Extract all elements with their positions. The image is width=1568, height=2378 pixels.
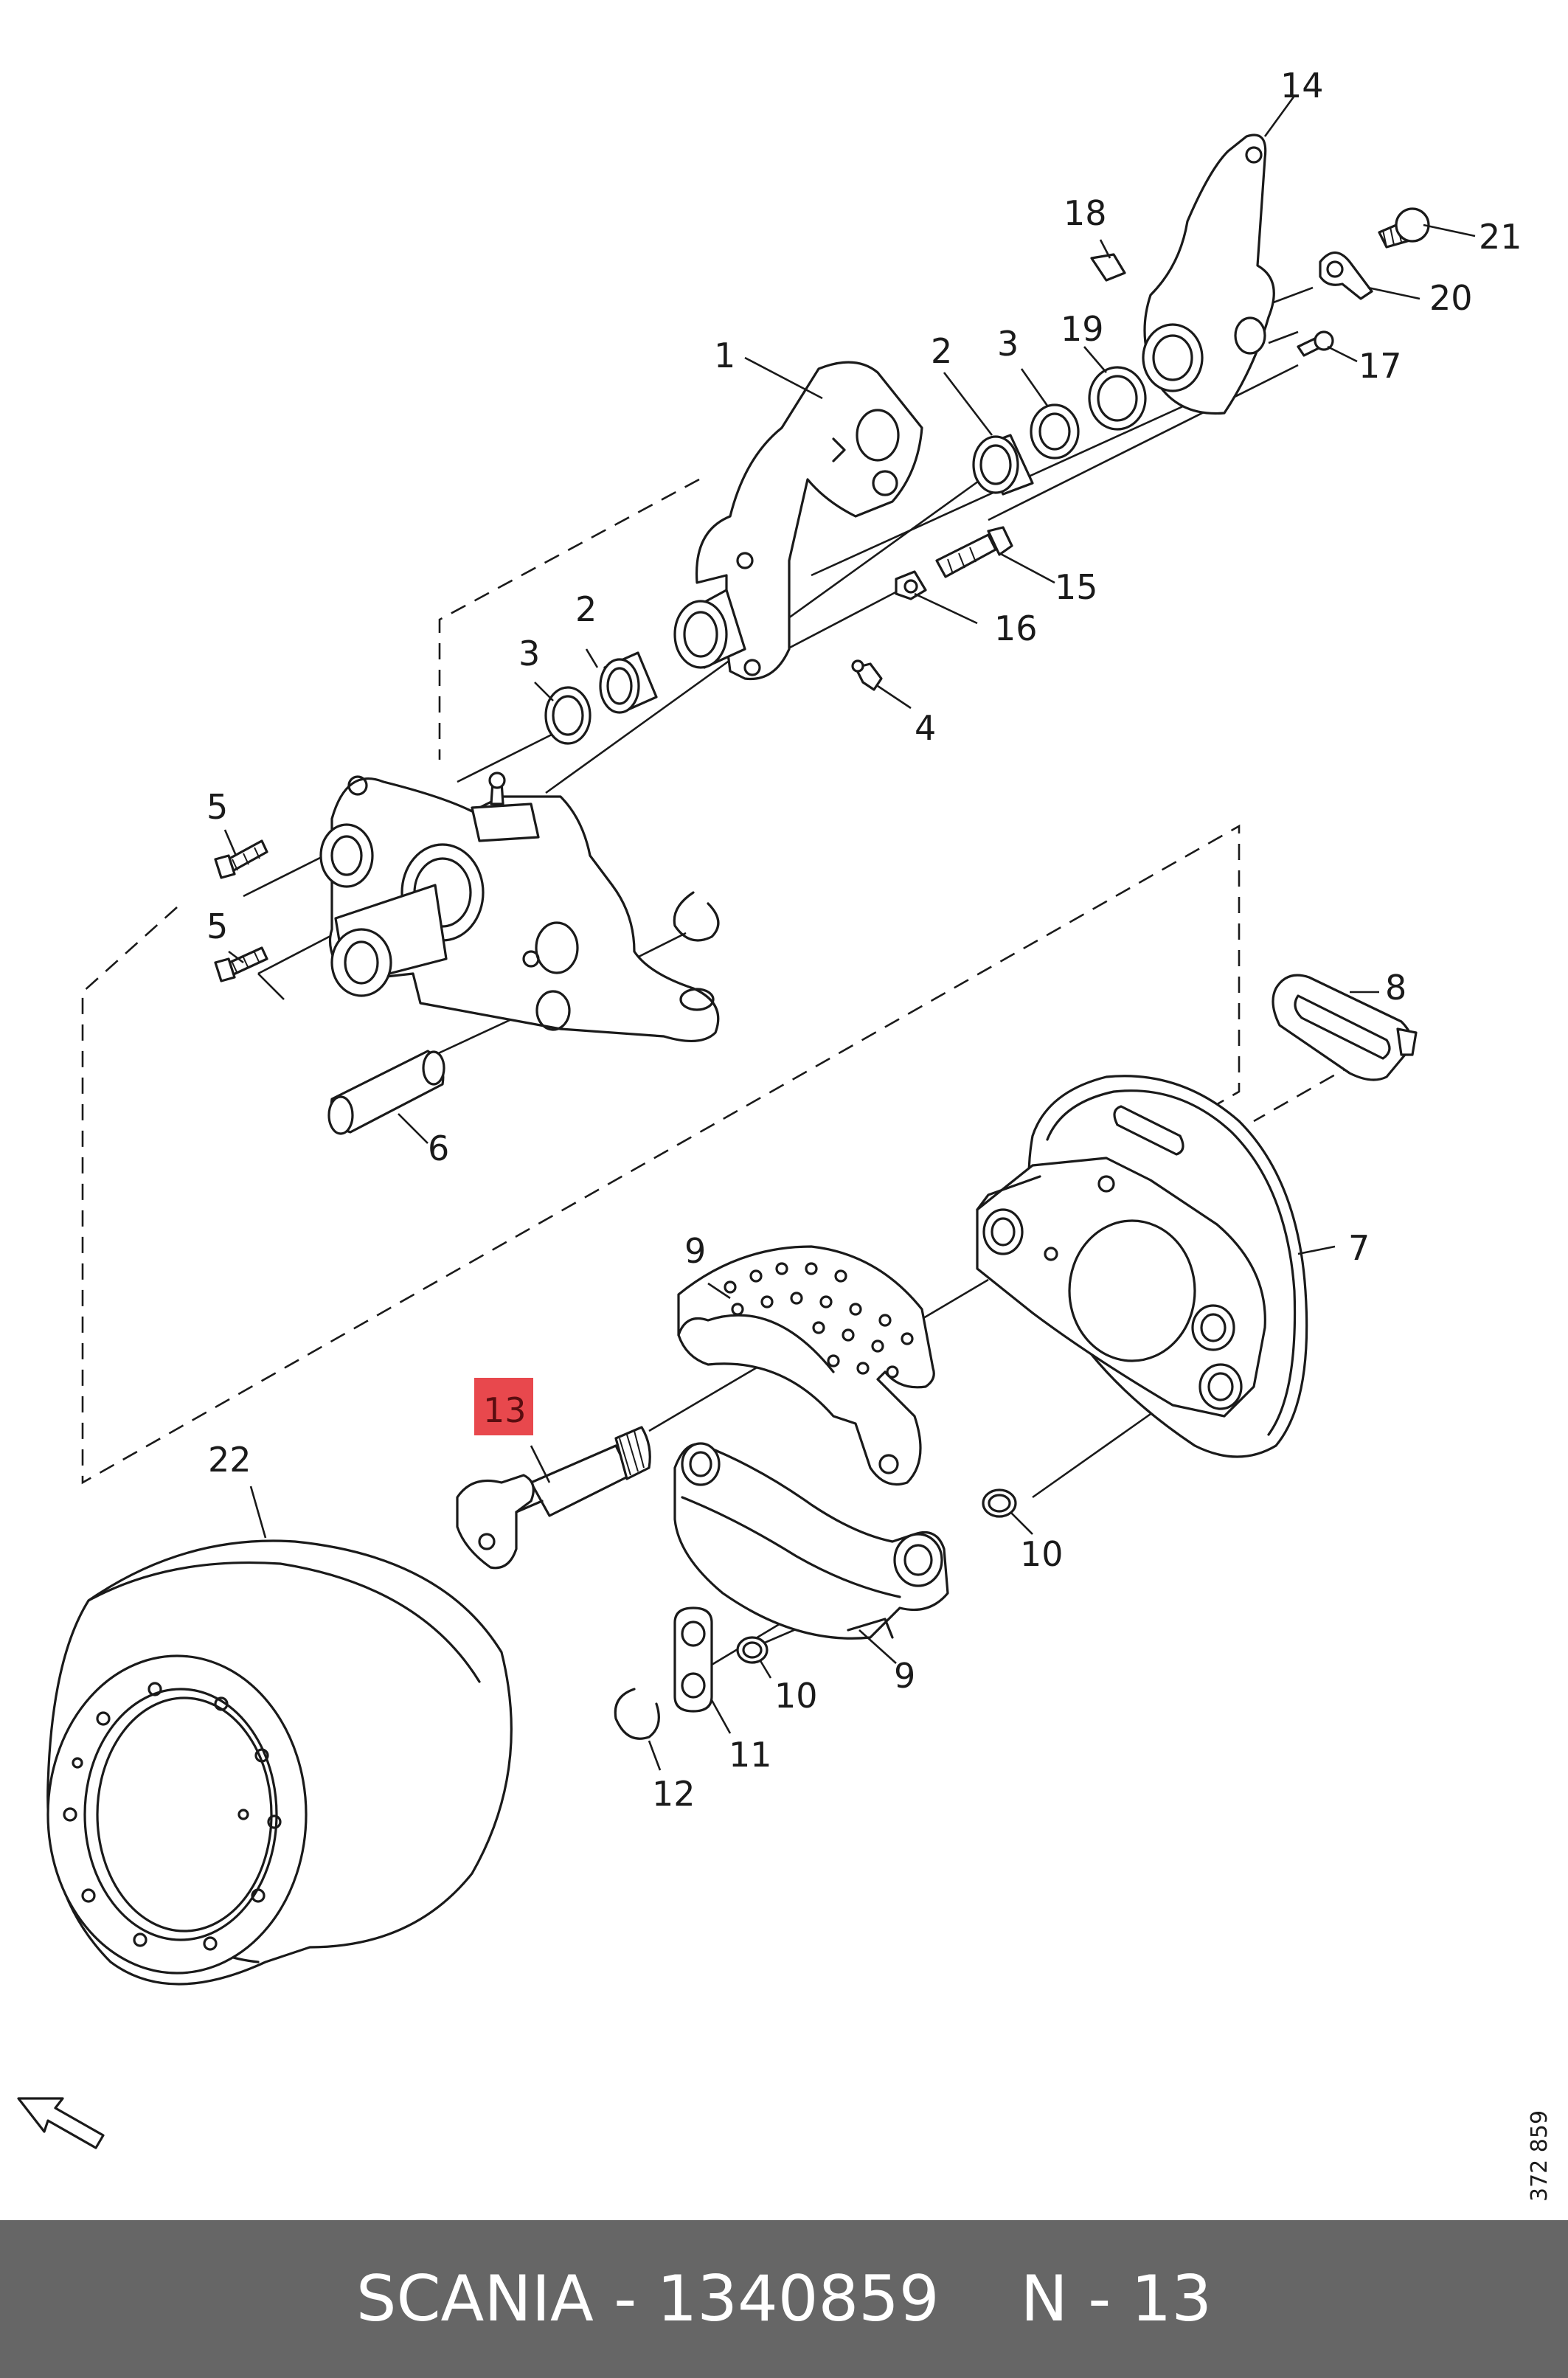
part-10-seals (736, 1488, 1017, 1664)
part-1-brake-bracket (695, 361, 923, 681)
drawing-reference-number: 372 859 (1527, 2110, 1553, 2202)
callout-2-upper: 2 (931, 331, 952, 371)
part-info-footer: SCANIA - 1340859 N - 13 (0, 2220, 1568, 2378)
callout-9-lower: 9 (894, 1656, 915, 1696)
upper-bushings-seals (972, 366, 1147, 496)
part-5-bolts (214, 839, 268, 982)
callout-16: 16 (994, 609, 1038, 648)
callout-3-lower: 3 (518, 634, 540, 673)
callout-9-upper: 9 (684, 1231, 706, 1271)
callout-21: 21 (1479, 217, 1522, 257)
callout-17: 17 (1359, 346, 1402, 386)
part-9-lower-brake-shoe (673, 1442, 949, 1640)
assembly-guide-lines (81, 478, 1358, 1485)
callout-8: 8 (1385, 968, 1406, 1008)
callout-13-highlight (474, 1378, 533, 1435)
callout-labels: 1 2 2 3 3 4 5 5 6 7 8 9 9 10 10 11 12 13… (207, 66, 1522, 1814)
callout-3-upper: 3 (997, 324, 1019, 364)
callout-10-right: 10 (1020, 1534, 1064, 1574)
part-14-slack-adjuster (1142, 134, 1275, 415)
part-22-brake-drum (46, 1539, 513, 1986)
callout-19: 19 (1061, 309, 1104, 349)
position-number: N - 13 (1020, 2262, 1213, 2336)
part-13-s-cam-shaft (456, 1426, 651, 1570)
direction-arrow-icon (17, 2097, 105, 2149)
lower-bushings-seals (544, 589, 746, 745)
circlip-knuckle (673, 891, 720, 942)
fasteners-center (851, 526, 1013, 691)
small-fasteners-top-right (1090, 207, 1430, 357)
part-8-cover (1272, 974, 1418, 1081)
callout-13: 13 (483, 1390, 527, 1430)
callout-5-upper: 5 (207, 787, 228, 827)
part-7-backing-plate (976, 1075, 1308, 1458)
callout-2-lower: 2 (575, 589, 597, 629)
callout-12: 12 (652, 1774, 695, 1814)
callout-7: 7 (1348, 1228, 1370, 1268)
callout-14: 14 (1280, 66, 1324, 105)
part-12-circlip (614, 1688, 660, 1740)
part-9-upper-brake-shoe (677, 1245, 935, 1486)
drum-bolt-holes (63, 1682, 282, 1951)
part-11-link-plate (673, 1606, 713, 1713)
leader-lines (223, 95, 1476, 1771)
lining-rivets (724, 1262, 914, 1379)
steering-knuckle (319, 772, 720, 1043)
brand-part-number: SCANIA - 1340859 (355, 2262, 940, 2336)
part-6-king-pin (327, 1050, 445, 1135)
callout-6: 6 (428, 1129, 449, 1168)
callout-1: 1 (714, 336, 735, 375)
callout-11: 11 (729, 1735, 772, 1775)
callout-4: 4 (915, 708, 936, 748)
callout-15: 15 (1055, 567, 1098, 607)
callout-22: 22 (208, 1440, 251, 1480)
callout-10-left: 10 (774, 1676, 818, 1716)
callout-5-lower: 5 (207, 907, 228, 946)
callout-18: 18 (1064, 193, 1107, 233)
exploded-parts-diagram: 1 2 2 3 3 4 5 5 6 7 8 9 9 10 10 11 12 13… (17, 66, 1553, 2202)
callout-20: 20 (1429, 278, 1473, 318)
